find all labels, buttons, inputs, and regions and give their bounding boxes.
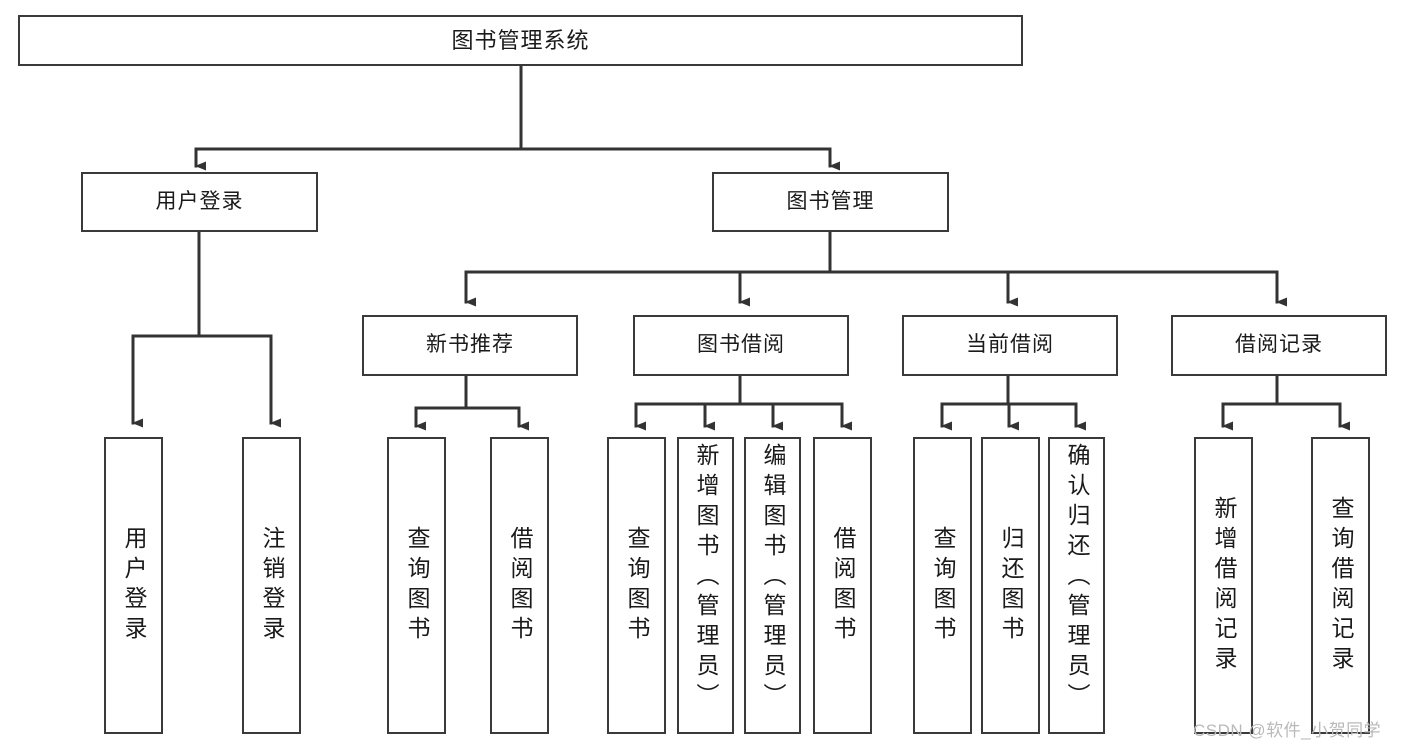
node-leaf-user-login-label: 用户登录	[121, 525, 147, 646]
csdn-watermark: CSDN @软件_小贺同学	[1193, 721, 1382, 740]
node-leaf-borrow-book-1-label: 借阅图书	[507, 525, 533, 646]
node-current-borrow[interactable]: 当前借阅	[902, 315, 1118, 376]
node-leaf-add-book-admin[interactable]: 新增图书（管理员）	[677, 437, 734, 734]
node-leaf-confirm-return-admin[interactable]: 确认归还（管理员）	[1048, 437, 1105, 734]
node-root[interactable]: 图书管理系统	[18, 15, 1023, 66]
node-leaf-query-borrow-record-label: 查询借阅记录	[1328, 495, 1354, 676]
node-borrow-record-label: 借阅记录	[1235, 333, 1323, 357]
node-current-borrow-label: 当前借阅	[966, 333, 1054, 357]
node-user-login[interactable]: 用户登录	[81, 172, 318, 232]
node-leaf-borrow-book-2[interactable]: 借阅图书	[813, 437, 872, 734]
node-root-label: 图书管理系统	[451, 27, 590, 53]
node-leaf-query-borrow-record[interactable]: 查询借阅记录	[1311, 437, 1370, 734]
node-leaf-query-book-1-label: 查询图书	[404, 525, 430, 646]
node-borrow-record[interactable]: 借阅记录	[1171, 315, 1387, 376]
node-leaf-query-book-2-label: 查询图书	[624, 525, 650, 646]
node-leaf-logout-login-label: 注销登录	[259, 525, 285, 646]
node-leaf-confirm-return-admin-label: 确认归还（管理员）	[1064, 443, 1090, 713]
node-book-management-label: 图书管理	[786, 189, 875, 213]
node-leaf-add-borrow-record[interactable]: 新增借阅记录	[1194, 437, 1253, 734]
node-book-borrow-label: 图书借阅	[697, 333, 785, 357]
node-new-book-recommend[interactable]: 新书推荐	[362, 315, 578, 376]
node-leaf-add-book-admin-label: 新增图书（管理员）	[693, 443, 719, 713]
node-new-book-recommend-label: 新书推荐	[426, 333, 514, 357]
node-leaf-return-book[interactable]: 归还图书	[981, 437, 1040, 734]
node-leaf-edit-book-admin-label: 编辑图书（管理员）	[760, 443, 786, 713]
node-book-management[interactable]: 图书管理	[712, 172, 949, 232]
node-leaf-borrow-book-2-label: 借阅图书	[830, 525, 856, 646]
node-leaf-borrow-book-1[interactable]: 借阅图书	[490, 437, 549, 734]
node-leaf-return-book-label: 归还图书	[998, 525, 1024, 646]
node-leaf-query-book-1[interactable]: 查询图书	[387, 437, 446, 734]
node-leaf-user-login[interactable]: 用户登录	[104, 437, 163, 734]
node-book-borrow[interactable]: 图书借阅	[633, 315, 849, 376]
node-leaf-query-book-3[interactable]: 查询图书	[913, 437, 972, 734]
node-leaf-edit-book-admin[interactable]: 编辑图书（管理员）	[744, 437, 801, 734]
node-leaf-query-book-2[interactable]: 查询图书	[607, 437, 666, 734]
node-user-login-label: 用户登录	[155, 189, 244, 213]
node-leaf-logout-login[interactable]: 注销登录	[242, 437, 301, 734]
node-leaf-query-book-3-label: 查询图书	[930, 525, 956, 646]
node-leaf-add-borrow-record-label: 新增借阅记录	[1211, 495, 1237, 676]
